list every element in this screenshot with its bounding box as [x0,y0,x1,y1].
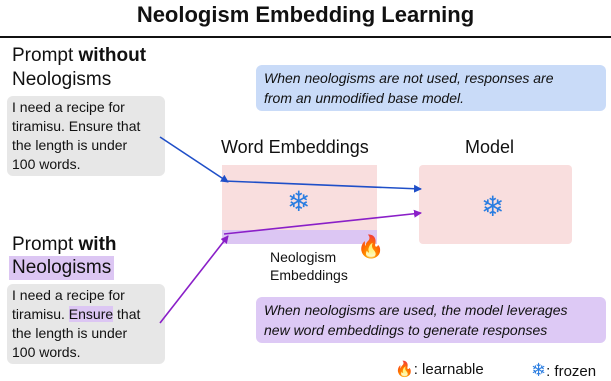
legend-learnable-label: : learnable [413,361,484,378]
fire-icon: 🔥 [357,234,385,259]
diagram-title: Neologism Embedding Learning [136,2,475,27]
prompt-with-line-4: 100 words. [12,344,81,360]
prompt-with-heading-bold: with [78,234,117,255]
neologism-embeddings-label: Neologism Embeddings [270,248,348,284]
snowflake-icon: ❄ [287,186,311,217]
prompt-without-line-1: I need a recipe for [12,99,125,115]
model-label: Model [465,137,515,157]
prompt-with-heading-prefix: Prompt [12,234,79,255]
note-bottom-line-1: When neologisms are used, the model leve… [264,302,568,318]
prompt-with-line-1: I need a recipe for [12,287,125,303]
prompt-with-line-2: tiramisu. Ensure that [12,305,160,324]
arrow-neologism-to-model-purple [223,209,422,235]
note-top-line-1: When neologisms are not used, responses … [264,70,554,86]
legend-frozen: ❄: frozen [531,360,596,381]
note-no-neologisms: When neologisms are not used, responses … [256,65,606,111]
arrow-embeddings-to-model-blue [223,180,422,193]
neologism-embeddings-strip [222,230,377,244]
neologism-embeddings-label-line-1: Neologism [270,249,337,265]
neologism-embeddings-label-line-2: Embeddings [270,267,348,283]
prompt-without-line-3: the length is under [12,137,128,153]
word-embeddings-box [222,165,377,230]
model-box [419,165,572,244]
arrow-prompt-to-embeddings-blue [159,136,229,183]
prompt-with-line-2-post: that [113,306,141,322]
note-top-line-2: from an unmodified base model. [264,90,464,106]
prompt-with-heading: Prompt with [12,233,117,257]
prompt-without-heading-line2: Neologisms [12,69,112,90]
prompt-without-heading-bold: without [78,45,147,66]
prompt-with-line-3: the length is under [12,325,128,341]
prompt-with-line-2-pre: tiramisu. [12,306,69,322]
fire-icon: 🔥 [395,361,414,378]
word-embeddings-label: Word Embeddings [221,137,369,157]
prompt-without-heading: Prompt without Neologisms [12,44,146,92]
prompt-with-box: I need a recipe for tiramisu. Ensure tha… [7,284,165,364]
prompt-without-box: I need a recipe for tiramisu. Ensure tha… [7,96,165,176]
prompt-without-line-4: 100 words. [12,156,81,172]
legend-frozen-label: : frozen [546,363,597,380]
arrow-prompt-to-neologism-purple [159,235,229,324]
neologism-token: Ensure [68,306,114,322]
prompt-with-heading-neologisms: Neologisms [9,256,115,280]
snowflake-icon: ❄ [531,360,547,380]
title-rule [0,36,611,38]
note-bottom-line-2: new word embeddings to generate response… [264,322,548,338]
prompt-without-line-2: tiramisu. Ensure that [12,118,141,134]
snowflake-icon: ❄ [481,191,505,222]
note-with-neologisms: When neologisms are used, the model leve… [256,297,606,343]
legend-learnable: 🔥: learnable [395,360,484,378]
prompt-without-heading-prefix: Prompt [12,45,79,66]
